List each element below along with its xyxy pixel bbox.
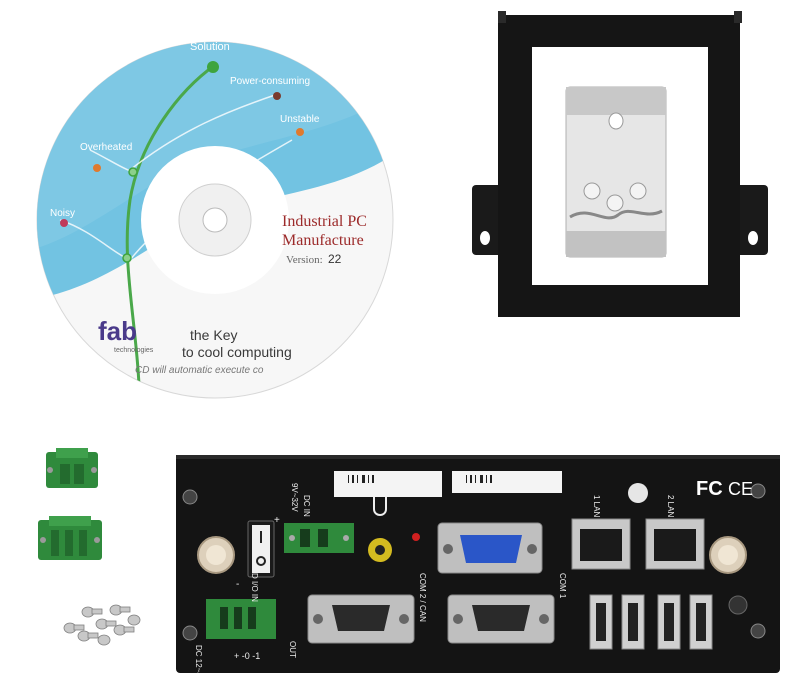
svg-text:FC: FC xyxy=(696,478,723,500)
cd-tagline-1: the Key xyxy=(190,327,237,343)
label-com2: COM 2 / CAN xyxy=(418,573,427,622)
label-lan2: 2 LAN xyxy=(666,495,675,517)
io-front-panel: FC CE DC IN 9V~32V D I/O IN OUT DC 12~40… xyxy=(176,455,780,687)
node-unstable xyxy=(296,128,304,136)
label-dio-out: OUT xyxy=(288,641,297,658)
label-dc-in-range: 9V~32V xyxy=(290,483,299,512)
svg-text:CE: CE xyxy=(728,479,753,499)
node-overheated xyxy=(93,164,101,172)
din-rail-bracket xyxy=(472,11,768,317)
node-noisy xyxy=(60,219,68,227)
terminal-block-plug-large xyxy=(38,516,102,560)
cd-title-line2: Manufacture xyxy=(282,232,364,249)
label-overheated: Overheated xyxy=(80,142,132,153)
software-cd: Solution Power-consuming Unstable Overhe… xyxy=(36,41,394,399)
cd-version-label: Version: xyxy=(286,254,323,266)
label-unstable: Unstable xyxy=(280,114,320,125)
label-dc-out: DC 12~40V xyxy=(194,645,203,673)
cd-autorun-text: CD will automatic execute co xyxy=(135,365,264,376)
label-minus: - xyxy=(236,579,239,590)
cd-title-line1: Industrial PC xyxy=(282,213,367,230)
node-power xyxy=(273,92,281,100)
label-dc-in: DC IN xyxy=(302,495,311,517)
cd-brand: fab xyxy=(98,316,137,346)
cd-brand-sub: technologies xyxy=(114,347,154,354)
node-solution xyxy=(207,61,219,73)
label-lan1: 1 LAN xyxy=(592,495,601,517)
screws-pile xyxy=(63,604,141,646)
label-noisy: Noisy xyxy=(50,208,75,219)
label-com1: COM 1 xyxy=(558,573,567,599)
label-terminals: + -0 -1 xyxy=(234,651,260,661)
cd-version-value: 22 xyxy=(328,252,342,266)
label-solution: Solution xyxy=(190,41,230,53)
label-power: Power-consuming xyxy=(230,76,310,87)
terminal-block-plug-small xyxy=(46,448,98,488)
label-plus: + xyxy=(274,515,280,526)
cd-tagline-2: to cool computing xyxy=(182,344,292,360)
label-dio-in: D I/O IN xyxy=(250,573,259,602)
